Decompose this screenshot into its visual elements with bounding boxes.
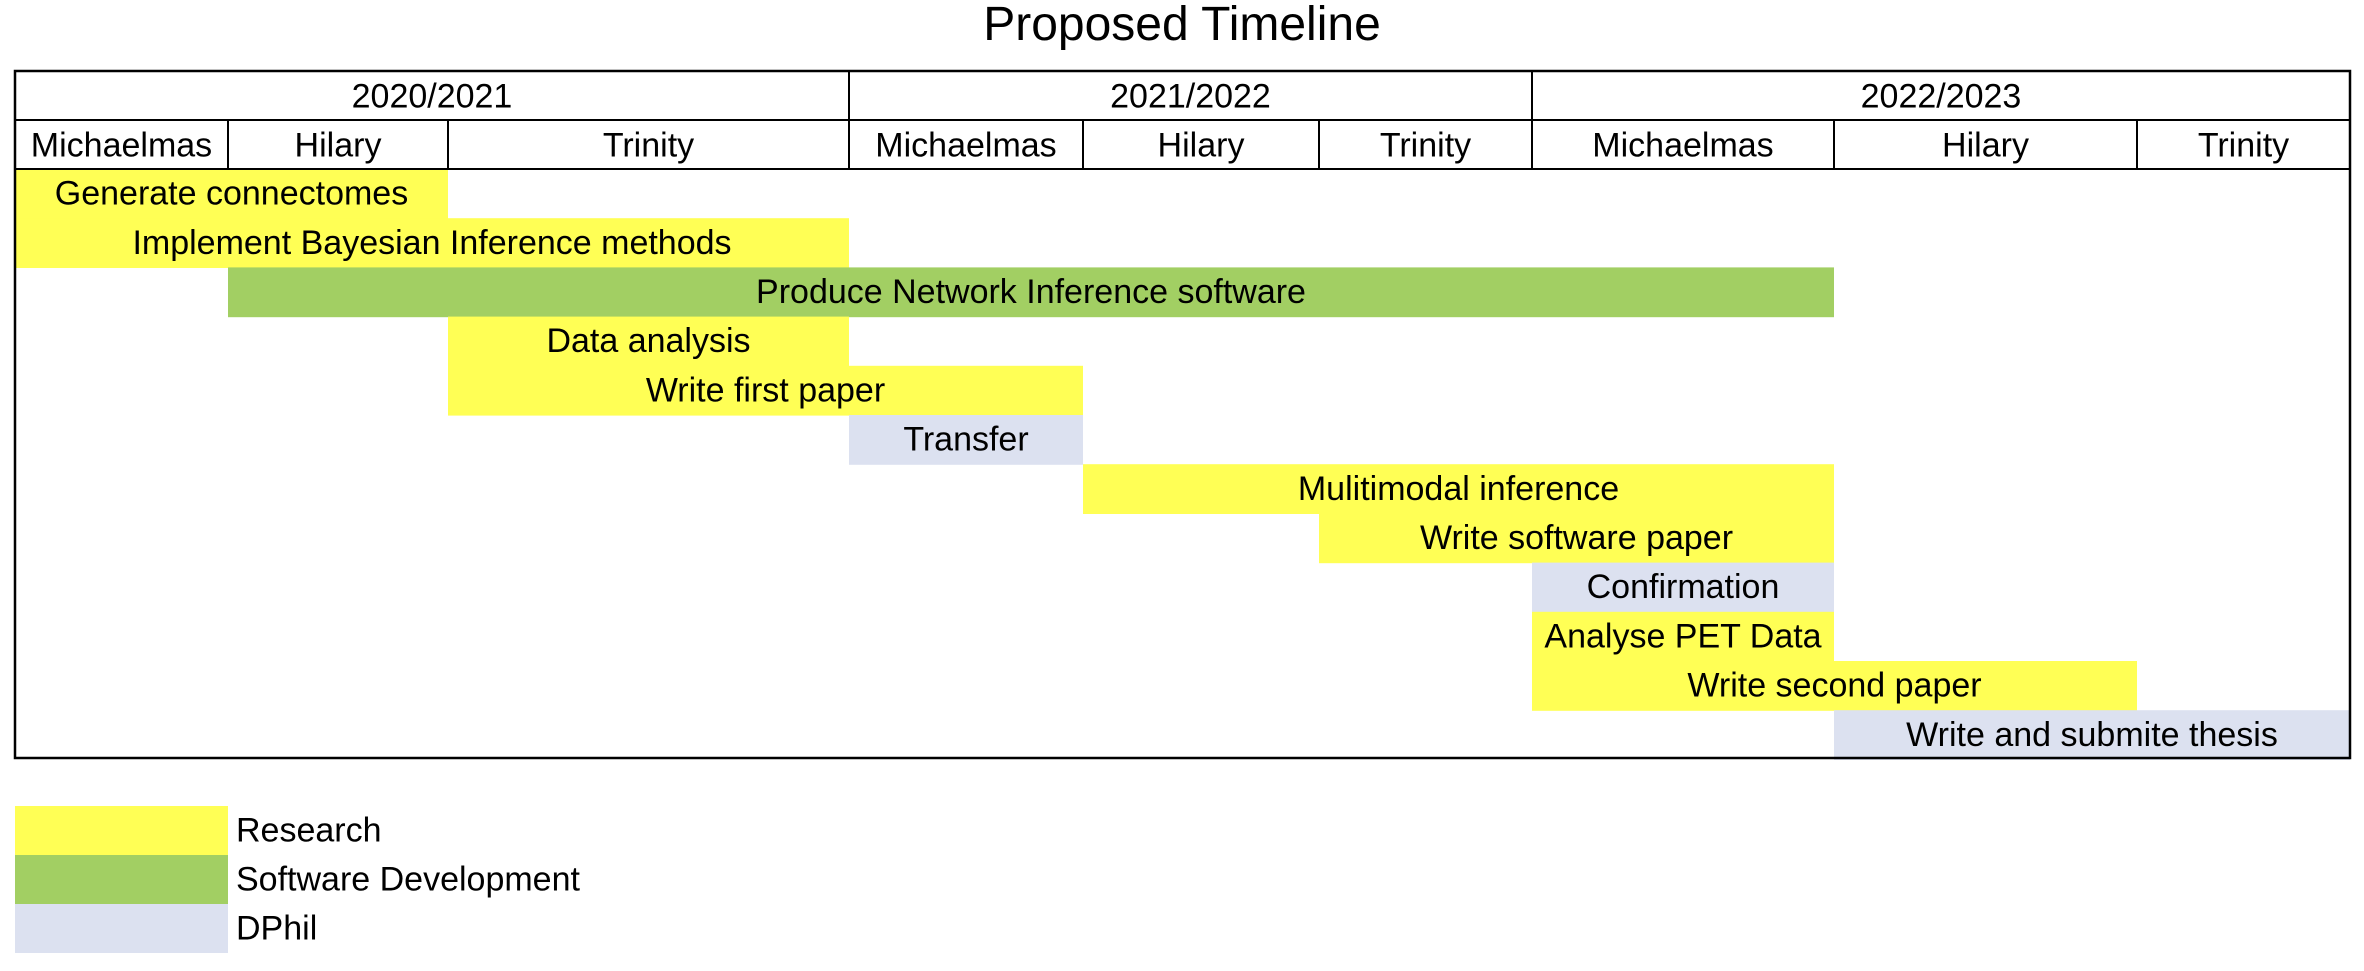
year-label: 2022/2023 <box>1861 78 2022 116</box>
task-bar <box>1083 464 1834 514</box>
task-bar <box>15 218 849 268</box>
legend-swatch <box>15 904 228 953</box>
task-label: Data analysis <box>546 322 750 360</box>
legend-swatch <box>15 855 228 904</box>
task-label: Confirmation <box>1587 568 1780 606</box>
term-label: Trinity <box>2198 127 2289 165</box>
term-label: Trinity <box>603 127 694 165</box>
task-bar <box>1834 710 2350 760</box>
task-bar <box>849 415 1083 465</box>
task-label: Write first paper <box>646 371 885 409</box>
task-bar <box>228 267 1834 318</box>
task-label: Implement Bayesian Inference methods <box>132 224 731 262</box>
task-label: Write second paper <box>1687 667 1981 705</box>
task-label: Write software paper <box>1420 519 1733 557</box>
legend-label: Research <box>236 812 382 850</box>
task-label: Produce Network Inference software <box>756 273 1306 311</box>
legend-label: Software Development <box>236 861 581 899</box>
task-bar <box>1532 611 1834 662</box>
year-label: 2020/2021 <box>352 78 513 116</box>
term-label: Michaelmas <box>875 127 1056 165</box>
task-label: Mulitimodal inference <box>1298 470 1619 508</box>
year-label: 2021/2022 <box>1110 78 1271 116</box>
chart-frame <box>13 69 2352 760</box>
task-label: Generate connectomes <box>55 175 408 213</box>
task-bar <box>1319 513 1834 564</box>
task-bar <box>1532 562 1834 613</box>
chart-title: Proposed Timeline <box>983 0 1381 51</box>
task-label: Write and submite thesis <box>1906 716 2278 754</box>
task-bar <box>15 169 448 219</box>
task-bar <box>448 316 849 367</box>
term-label: Hilary <box>295 127 382 165</box>
legend-swatch <box>15 806 228 855</box>
task-bar <box>1532 661 2137 711</box>
task-label: Transfer <box>903 421 1028 459</box>
task-bar <box>448 365 1083 416</box>
term-label: Michaelmas <box>31 127 212 165</box>
term-label: Trinity <box>1380 127 1471 165</box>
term-label: Michaelmas <box>1592 127 1773 165</box>
term-label: Hilary <box>1158 127 1245 165</box>
task-label: Analyse PET Data <box>1544 617 1821 655</box>
legend-label: DPhil <box>236 910 317 948</box>
term-label: Hilary <box>1942 127 2029 165</box>
